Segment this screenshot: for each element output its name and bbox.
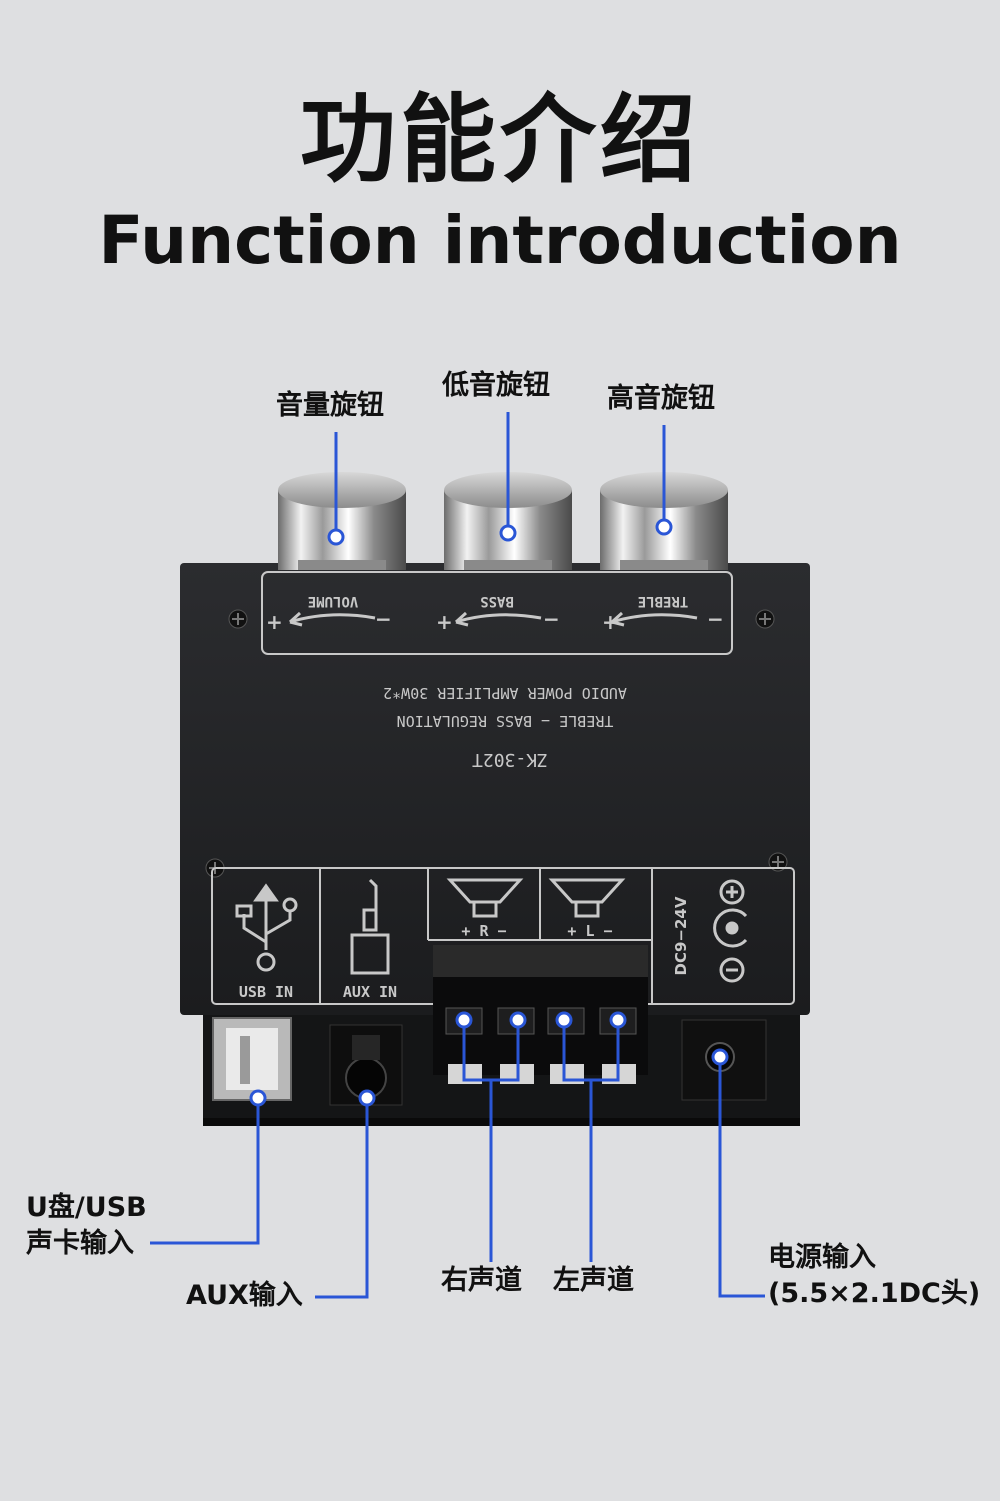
bass-plus: + bbox=[436, 610, 453, 634]
usb-in-label: USB IN bbox=[239, 983, 293, 1001]
board-line-regulation: TREBLE − BASS REGULATION bbox=[397, 712, 614, 730]
usb-input-callout-line1: U盘/USB bbox=[26, 1192, 147, 1223]
volume-knob-callout: 音量旋钮 bbox=[276, 390, 384, 421]
treble-plus: + bbox=[602, 610, 619, 634]
board-line-amplifier: AUDIO POWER AMPLIFIER 30W*2 bbox=[383, 684, 627, 702]
callout-dots bbox=[249, 518, 729, 1107]
bass-label: BASS bbox=[480, 593, 514, 609]
left-channel-label: + L − bbox=[567, 922, 612, 940]
treble-minus: − bbox=[707, 607, 724, 631]
bass-minus: − bbox=[543, 607, 560, 631]
power-input-callout-line2: (5.5×2.1DC头) bbox=[768, 1278, 981, 1309]
screw-icon bbox=[205, 609, 788, 878]
knob-label-frame bbox=[261, 571, 733, 655]
usb-port bbox=[212, 1017, 292, 1101]
left-channel-callout: 左声道 bbox=[553, 1265, 634, 1296]
power-input-callout-line1: 电源输入 bbox=[768, 1242, 876, 1273]
dc-polarity-icon bbox=[713, 879, 748, 983]
volume-plus: + bbox=[266, 610, 283, 634]
usb-icon bbox=[235, 883, 298, 972]
aux-input-callout: AUX输入 bbox=[186, 1280, 303, 1311]
bass-knob-callout: 低音旋钮 bbox=[442, 370, 550, 401]
volume-minus: − bbox=[375, 607, 392, 631]
speaker-terminal-block bbox=[433, 945, 648, 1084]
usb-input-callout-line2: 声卡输入 bbox=[26, 1228, 134, 1259]
title-english: Function introduction bbox=[98, 202, 902, 279]
right-channel-label: + R − bbox=[461, 922, 506, 940]
treble-label: TREBLE bbox=[638, 593, 689, 609]
speaker-icon bbox=[446, 878, 626, 918]
aux-plug-icon bbox=[350, 878, 390, 975]
title-chinese: 功能介绍 bbox=[300, 84, 700, 196]
volume-label: VOLUME bbox=[308, 593, 359, 609]
voltage-label: DC9−24V bbox=[672, 896, 690, 975]
aux-in-label: AUX IN bbox=[343, 983, 397, 1001]
treble-knob-callout: 高音旋钮 bbox=[607, 383, 715, 414]
callout-lines bbox=[150, 412, 765, 1299]
board-model: ZK-302T bbox=[472, 749, 548, 770]
rotation-arrow-icon bbox=[288, 611, 698, 627]
right-channel-callout: 右声道 bbox=[441, 1265, 522, 1296]
volume-knob bbox=[278, 472, 406, 570]
